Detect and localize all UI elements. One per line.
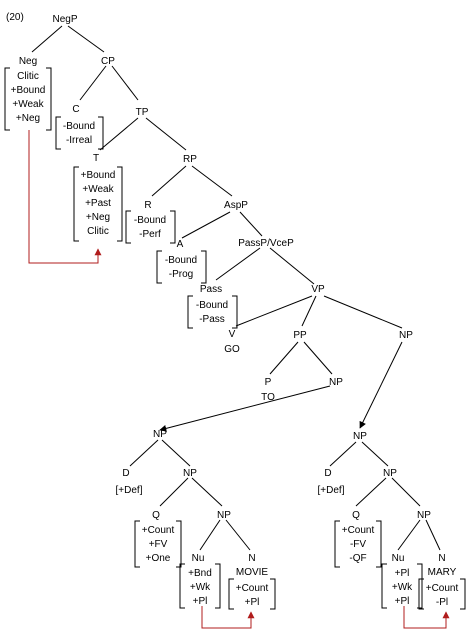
node-d-right: D — [324, 468, 331, 479]
node-d-left: D — [122, 468, 129, 479]
feature-neg-1: Clitic — [17, 71, 39, 82]
feature-a-1: -Bound — [165, 255, 197, 266]
node-np-right: NP — [353, 431, 367, 442]
feature-t-1: +Bound — [81, 170, 116, 181]
node-np-left-3: NP — [217, 510, 231, 521]
feature-matrix-q-left: +Count +FV +One — [134, 520, 182, 568]
feature-matrix-a: -Bound -Prog — [156, 250, 207, 284]
feature-neg-4: +Neg — [16, 113, 40, 124]
feature-def-right: [+Def] — [318, 485, 345, 496]
node-q-left: Q — [152, 510, 160, 521]
feature-nu-left-1: +Bnd — [188, 568, 212, 579]
feature-matrix-q-right: +Count -FV -QF — [334, 520, 382, 568]
feature-q-left-3: +One — [146, 553, 171, 564]
word-to: TO — [261, 392, 275, 403]
feature-nu-right-1: +Pl — [395, 568, 410, 579]
feature-q-right-1: +Count — [342, 525, 375, 536]
feature-pass-2: -Pass — [199, 314, 225, 325]
node-passpvcep: PassP/VceP — [238, 238, 294, 249]
feature-q-right-3: -QF — [349, 553, 366, 564]
word-go: GO — [224, 344, 240, 355]
node-pass: Pass — [200, 284, 222, 295]
example-number: (20) — [6, 12, 24, 23]
feature-q-right-2: -FV — [350, 539, 366, 550]
feature-matrix-n-right: +Count -Pl — [418, 578, 466, 610]
node-n-left: N — [248, 553, 255, 564]
feature-r-1: -Bound — [134, 215, 166, 226]
feature-q-left-1: +Count — [142, 525, 175, 536]
word-mary: MARY — [428, 567, 457, 578]
node-v: V — [229, 329, 236, 340]
feature-a-2: -Prog — [169, 269, 193, 280]
feature-nu-right-3: +Pl — [395, 596, 410, 607]
node-np-object: NP — [399, 330, 413, 341]
node-np-right-2: NP — [383, 468, 397, 479]
node-cp: CP — [101, 56, 115, 67]
feature-n-left-1: +Count — [236, 583, 269, 594]
feature-t-2: +Weak — [82, 184, 114, 195]
feature-def-left: [+Def] — [116, 485, 143, 496]
node-p: P — [265, 377, 272, 388]
feature-neg-2: +Bound — [11, 85, 46, 96]
node-aspp: AspP — [224, 200, 248, 211]
feature-link-arrows — [28, 130, 450, 629]
feature-c-1: -Bound — [63, 121, 95, 132]
node-np-left-2: NP — [183, 468, 197, 479]
feature-n-right-2: -Pl — [436, 597, 448, 608]
feature-nu-left-3: +Pl — [193, 596, 208, 607]
feature-matrix-nu-right: +Pl +Wk +Pl — [381, 563, 423, 609]
feature-matrix-pass: -Bound -Pass — [187, 295, 238, 329]
feature-q-left-2: +FV — [149, 539, 168, 550]
node-n-right: N — [438, 553, 445, 564]
feature-nu-left-2: +Wk — [190, 582, 211, 593]
feature-n-left-2: +Pl — [245, 597, 260, 608]
node-tp: TP — [136, 107, 149, 118]
node-r: R — [144, 200, 151, 211]
feature-n-right-1: +Count — [426, 583, 459, 594]
feature-matrix-n-left: +Count +Pl — [228, 578, 276, 610]
feature-matrix-c: -Bound -Irreal — [55, 116, 104, 150]
node-t: T — [93, 153, 99, 164]
node-np-pp: NP — [329, 377, 343, 388]
node-a: A — [177, 239, 184, 250]
node-c: C — [72, 104, 79, 115]
feature-t-3: +Past — [85, 198, 111, 209]
node-neg: Neg — [19, 56, 37, 67]
feature-r-2: -Perf — [139, 229, 161, 240]
feature-pass-1: -Bound — [196, 300, 228, 311]
feature-matrix-nu-left: +Bnd +Wk +Pl — [179, 563, 221, 609]
node-negp: NegP — [52, 14, 77, 25]
feature-matrix-t: +Bound +Weak +Past +Neg Clitic — [73, 166, 123, 242]
feature-t-4: +Neg — [86, 212, 110, 223]
node-labels: NegP Neg CP C TP T RP R AspP A PassP/Vce… — [19, 14, 457, 578]
feature-t-5: Clitic — [87, 226, 109, 237]
feature-matrix-r: -Bound -Perf — [125, 210, 176, 244]
node-np-right-3: NP — [417, 510, 431, 521]
node-nu-left: Nu — [192, 553, 205, 564]
word-movie: MOVIE — [236, 567, 269, 578]
node-q-right: Q — [352, 510, 360, 521]
node-pp: PP — [293, 330, 307, 341]
node-vp: VP — [311, 284, 325, 295]
tree-edges — [31, 25, 441, 551]
feature-neg-3: +Weak — [12, 99, 44, 110]
node-nu-right: Nu — [392, 553, 405, 564]
node-np-left: NP — [153, 429, 167, 440]
feature-nu-right-2: +Wk — [392, 582, 413, 593]
node-rp: RP — [183, 154, 197, 165]
feature-matrix-neg: Clitic +Bound +Weak +Neg — [4, 67, 52, 131]
feature-c-2: -Irreal — [66, 135, 92, 146]
